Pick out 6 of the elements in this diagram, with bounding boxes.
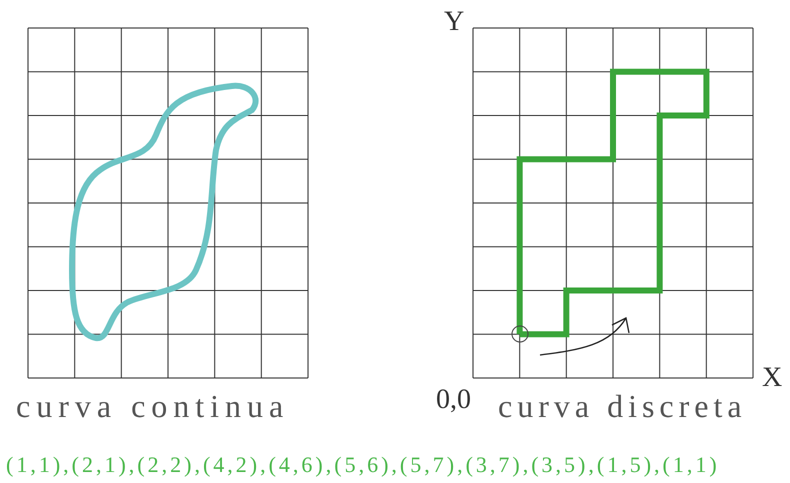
axis-label: Y [444,8,464,36]
curve-caption: curva discreta [498,390,747,422]
coordinate-list: (1,1),(2,1),(2,2),(4,2),(4,6),(5,6),(5,7),(3,7),(3,5),(1,5),(1,1) [6,454,720,476]
axis-label: X [762,364,782,392]
curve-caption: curva continua [16,390,290,422]
origin-label: 0,0 [436,386,471,414]
